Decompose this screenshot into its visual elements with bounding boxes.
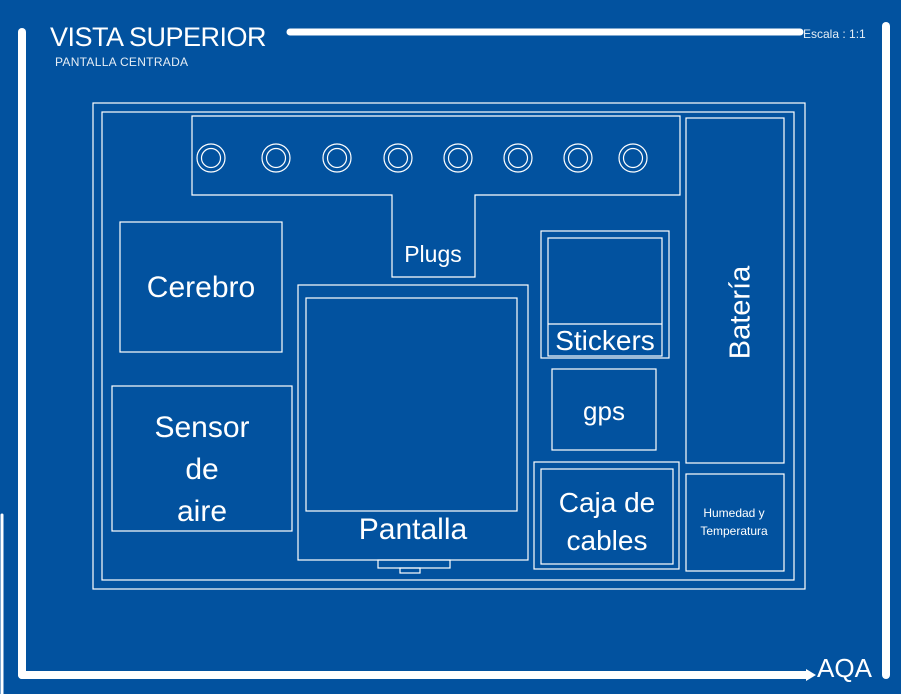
pantalla-connector-tab — [399, 567, 421, 574]
scale-label: Escala : 1:1 — [803, 27, 866, 41]
bateria-box — [685, 117, 785, 464]
gps-box — [551, 368, 657, 451]
sensor-label: Sensor de aire — [112, 407, 292, 533]
caja-label-line-1: Caja de — [558, 487, 656, 518]
bateria-label: Batería — [724, 265, 757, 360]
plugs-label: Plugs — [404, 241, 462, 267]
pantalla-screen — [305, 297, 518, 512]
stickers-label: Stickers — [555, 325, 655, 356]
plug-socket — [383, 143, 413, 173]
gps-label: gps — [583, 396, 625, 426]
sensor-label-line-3: aire — [176, 495, 228, 528]
sensor-label-line-2: de — [185, 453, 219, 486]
humedad-box — [685, 473, 785, 572]
plug-socket — [618, 143, 648, 173]
enclosure-inner — [101, 111, 795, 581]
humedad-label: Humedad y Temperatura — [686, 504, 782, 540]
plugs-board — [191, 115, 681, 278]
bottom-arrow-head — [806, 669, 816, 681]
plug-socket — [503, 143, 533, 173]
caja-inner — [540, 468, 674, 565]
stickers-inner — [547, 237, 663, 357]
plug-socket — [322, 143, 352, 173]
pantalla-label: Pantalla — [358, 513, 468, 546]
plug-socket — [261, 143, 291, 173]
enclosure-outer — [92, 102, 806, 590]
page-title: VISTA SUPERIOR — [50, 22, 267, 52]
page-subtitle: PANTALLA CENTRADA — [55, 55, 189, 69]
humedad-label-line-2: Temperatura — [700, 524, 768, 538]
caja-label: Caja de cables — [541, 484, 673, 560]
plug-sockets — [196, 143, 648, 173]
humedad-label-line-1: Humedad y — [703, 506, 765, 520]
caja-outer — [533, 461, 680, 570]
plug-socket — [443, 143, 473, 173]
pantalla-connector — [377, 559, 451, 569]
cerebro-box — [119, 221, 283, 353]
plug-socket — [196, 143, 226, 173]
plug-socket — [563, 143, 593, 173]
sensor-box — [111, 385, 293, 532]
caja-label-line-2: cables — [566, 525, 648, 556]
cerebro-label: Cerebro — [146, 271, 256, 304]
stickers-outer — [540, 230, 670, 359]
brand-label: AQA — [817, 653, 872, 683]
sensor-label-line-1: Sensor — [154, 411, 250, 444]
